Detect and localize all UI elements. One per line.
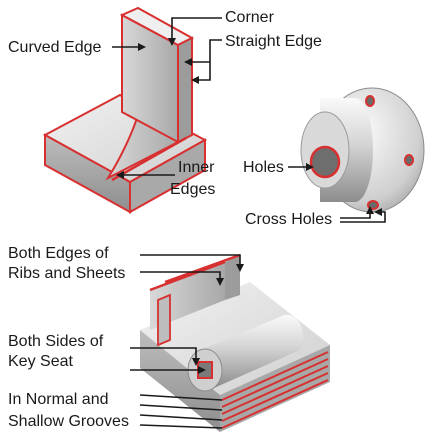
leader-arrows-bracket [116,38,199,179]
bolt-hole-top [365,95,375,107]
label-grooves-line1: In Normal and [8,391,109,408]
label-grooves-line2: Shallow Grooves [8,413,129,430]
leader-arrows-flange [306,163,382,216]
label-keyseat-line1: Both Sides of [8,333,104,350]
label-holes: Holes [243,159,284,176]
label-curved-edge: Curved Edge [8,39,102,56]
label-cross-holes: Cross Holes [245,211,333,228]
label-inner: Inner [178,159,215,176]
bracket-upright-right [177,36,193,144]
leader-arrows-ribbed [192,264,244,374]
label-corner: Corner [225,9,274,26]
label-edges: Edges [170,181,216,198]
label-ribs-line2: Ribs and Sheets [8,265,126,282]
bolt-hole-right [404,154,414,166]
main-hole [309,145,341,179]
label-straight-edge: Straight Edge [225,33,322,50]
flange-part [300,87,425,213]
inner-edge-line [111,136,187,182]
leaders-ribbed [130,254,241,429]
label-keyseat-line2: Key Seat [8,353,73,370]
label-ribs-line1: Both Edges of [8,245,109,262]
ribbed-block-part [140,253,330,432]
groove-lines [221,351,329,429]
bracket-base-right [129,138,206,214]
